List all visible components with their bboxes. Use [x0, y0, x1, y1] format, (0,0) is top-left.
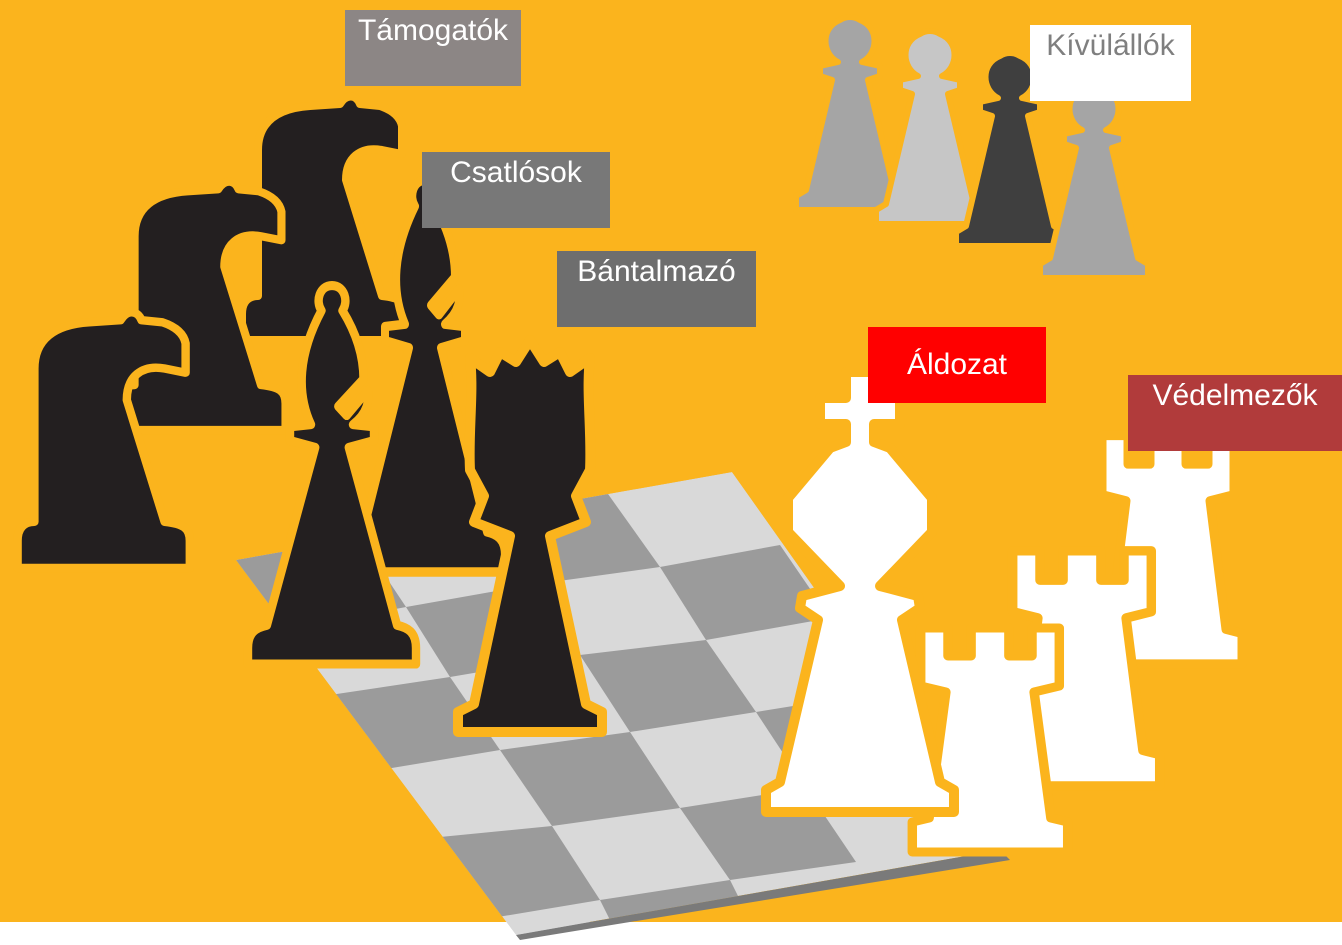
label-bully: Bántalmazó — [557, 251, 756, 327]
label-supporters: Támogatók — [345, 10, 521, 86]
label-bystanders: Kívülállók — [1030, 25, 1191, 101]
label-victim: Áldozat — [868, 327, 1046, 403]
label-followers: Csatlósok — [422, 152, 610, 228]
label-defenders: Védelmezők — [1128, 375, 1342, 451]
